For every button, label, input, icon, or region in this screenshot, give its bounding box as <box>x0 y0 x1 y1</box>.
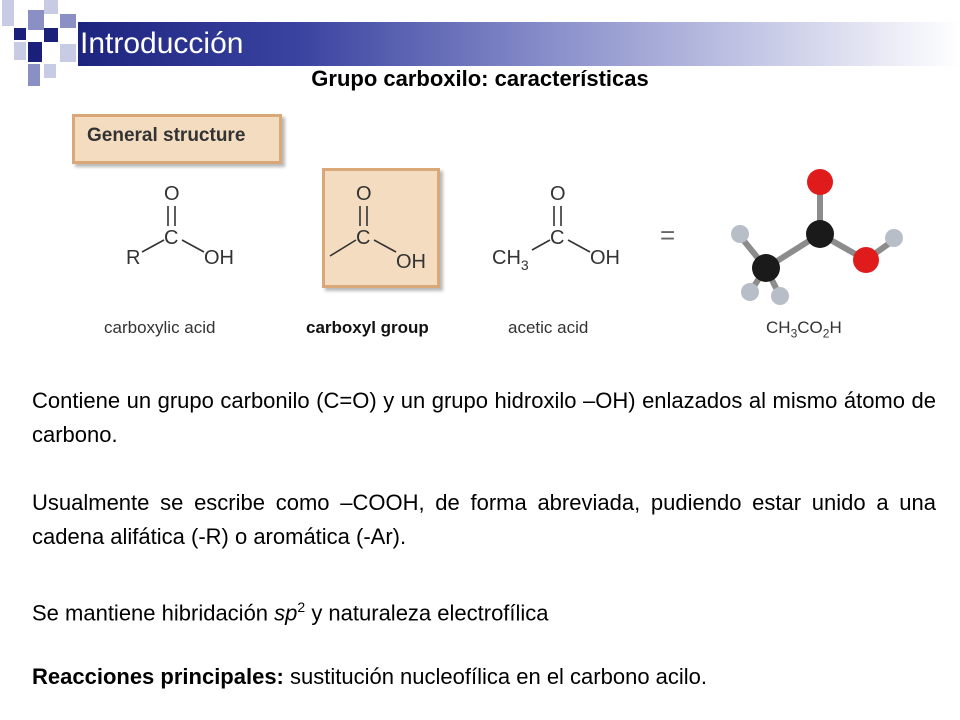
hydrogen-atom <box>741 283 759 301</box>
label-carboxylic-acid: carboxylic acid <box>104 318 216 337</box>
acetic-acid-structure: O C CH3 OH <box>492 183 620 273</box>
general-structure-figure: General structure O C R OH O C <box>60 108 920 348</box>
atom-o: O <box>356 183 372 205</box>
atom-o: O <box>164 183 180 205</box>
slide-title: Introducción <box>80 27 244 60</box>
decor-square <box>28 64 40 86</box>
ball-and-stick-model <box>731 169 903 305</box>
hydrogen-atom <box>731 225 749 243</box>
hydrogen-atom <box>885 229 903 247</box>
atom-c: C <box>164 227 178 249</box>
atom-ch: CH3 <box>492 247 529 273</box>
carboxylic-acid-structure: O C R OH <box>126 183 234 269</box>
oxygen-atom <box>807 169 833 195</box>
atom-c: C <box>356 227 370 249</box>
atom-oh: OH <box>396 251 426 273</box>
atom-oh: OH <box>204 247 234 269</box>
decor-square <box>14 28 26 40</box>
carbon-atom <box>806 220 834 248</box>
atom-c: C <box>550 227 564 249</box>
carbon-atom <box>752 254 780 282</box>
atom-o: O <box>550 183 566 205</box>
carboxyl-group-highlight <box>322 168 440 288</box>
decor-square <box>2 0 14 26</box>
atom-oh: OH <box>590 247 620 269</box>
paragraph-1: Contiene un grupo carbonilo (C=O) y un g… <box>32 388 936 447</box>
paragraph-2: Usualmente se escribe como –COOH, de for… <box>32 490 936 549</box>
structures-svg: O C R OH O C OH O <box>126 169 903 305</box>
title-bar <box>78 22 960 66</box>
hydrogen-atom <box>771 287 789 305</box>
label-acetic-acid: acetic acid <box>508 318 589 337</box>
paragraph-3: Se mantiene hibridación sp2 y naturaleza… <box>32 599 549 626</box>
decor-square <box>44 28 58 42</box>
atom-r: R <box>126 247 140 269</box>
label-carboxyl-group: carboxyl group <box>306 318 429 337</box>
paragraph-4: Reacciones principales: sustitución nucl… <box>32 664 708 689</box>
decor-square <box>14 42 26 60</box>
carboxyl-group-structure: O C OH <box>329 183 426 273</box>
general-structure-label-box: General structure <box>72 114 282 164</box>
decor-square <box>44 64 56 78</box>
slide-subtitle: Grupo carboxilo: características <box>311 66 649 91</box>
label-formula: CH3CO2H <box>766 318 842 341</box>
decor-square <box>44 0 58 14</box>
equals-sign: = <box>660 220 675 250</box>
general-structure-label: General structure <box>87 125 246 146</box>
decor-square <box>28 42 42 62</box>
oxygen-atom <box>853 247 879 273</box>
decor-square <box>60 14 76 28</box>
decor-square <box>60 44 76 62</box>
decor-square <box>28 10 44 30</box>
